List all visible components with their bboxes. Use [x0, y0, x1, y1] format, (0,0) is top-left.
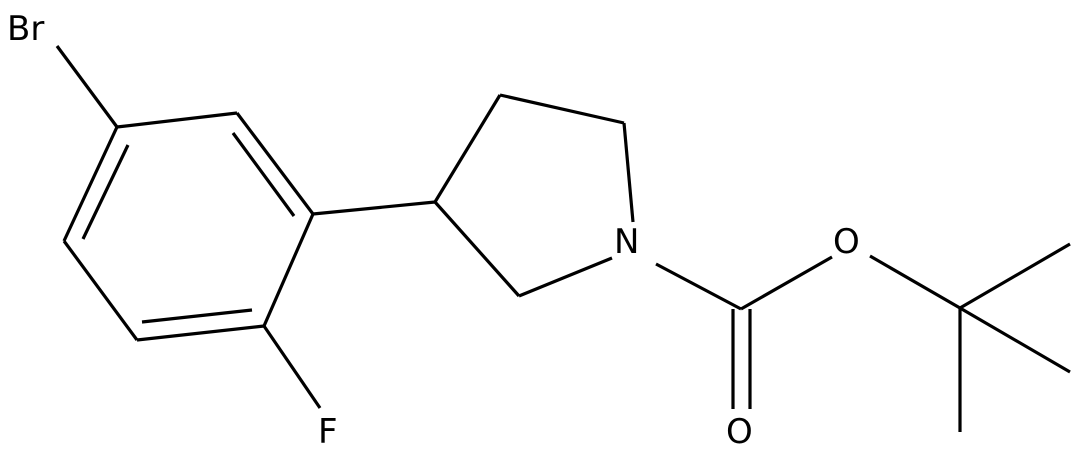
benzene-ring [62, 111, 315, 342]
bond-c3-c4 [262, 213, 315, 327]
fluorine-label: F [318, 412, 338, 452]
nitrogen-label: N [614, 222, 639, 262]
bond-o-quaternary-c [869, 254, 961, 310]
bond-c4-c5 [136, 324, 265, 342]
bond-c4p-c5p [499, 93, 625, 125]
bond-c3-pyrrolidine [312, 200, 436, 216]
bond-c5p-n [622, 122, 635, 223]
ester-oxygen-label: O [833, 222, 860, 262]
bond-c6-c1 [62, 126, 119, 242]
bond-c3p-c4p [433, 94, 502, 203]
bond-c1-c2 [116, 111, 238, 129]
bond-n-carbonyl-c [655, 262, 742, 311]
bond-c6-c1-inner [81, 144, 130, 240]
bond-c2-c3 [235, 112, 315, 215]
bromine-label: Br [7, 9, 44, 49]
bond-tbu-methyl-1 [959, 242, 1071, 310]
bond-c4-f [262, 325, 322, 409]
bond-carbonyl-c-o-ester [740, 255, 833, 311]
bond-c5-c6 [62, 240, 139, 341]
bond-c4-c5-inner [141, 308, 253, 324]
bond-c2p-c3p [433, 200, 521, 298]
pyrrolidine-ring [433, 93, 635, 298]
boc-group [655, 242, 1071, 432]
bond-c1-br [55, 45, 119, 128]
bond-tbu-methyl-2 [959, 306, 1071, 374]
bond-n-c2p [518, 256, 613, 298]
carbonyl-oxygen-label: O [726, 412, 753, 452]
bond-c2-c3-inner [231, 132, 296, 217]
